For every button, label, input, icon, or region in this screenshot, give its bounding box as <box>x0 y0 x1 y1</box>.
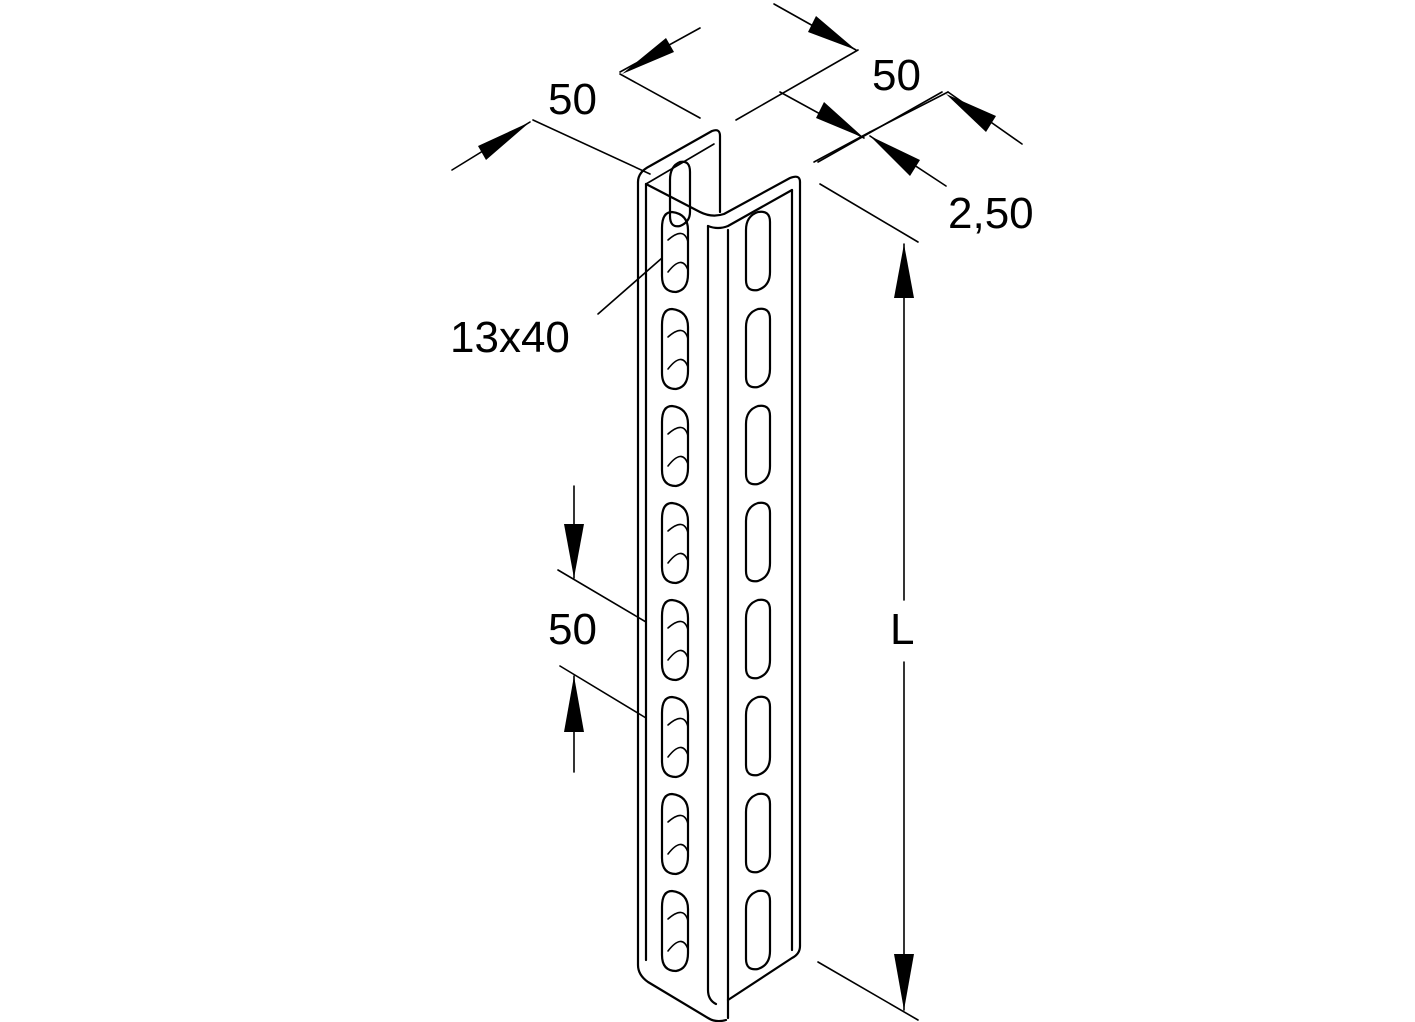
dimension-width-left: 50 <box>451 27 701 175</box>
profile-body <box>636 129 802 1022</box>
left-face-slots <box>660 210 690 973</box>
slot-right-3 <box>744 404 772 486</box>
dimension-length: L <box>817 183 919 1021</box>
back-lip-slot <box>668 160 692 228</box>
thickness-label: 2,50 <box>948 189 1034 238</box>
slot-left-1 <box>660 210 690 294</box>
slot-pitch-label: 50 <box>548 605 597 654</box>
dimension-slot-pitch: 50 <box>548 485 647 773</box>
slot-left-4 <box>660 501 690 585</box>
slot-right-5 <box>744 598 772 680</box>
length-label: L <box>890 605 914 654</box>
right-face-slots <box>744 210 772 971</box>
slot-right-1 <box>744 210 772 292</box>
slot-left-5 <box>660 598 690 682</box>
width-left-label: 50 <box>548 75 597 124</box>
width-right-label: 50 <box>872 51 921 100</box>
slot-right-7 <box>744 792 772 874</box>
slot-size-leader: 13x40 <box>450 257 663 362</box>
slot-right-8 <box>744 889 772 971</box>
slot-left-2 <box>660 307 690 391</box>
slot-left-6 <box>660 695 690 779</box>
slot-right-4 <box>744 501 772 583</box>
slot-left-7 <box>660 792 690 876</box>
slot-right-6 <box>744 695 772 777</box>
slot-left-3 <box>660 404 690 488</box>
slot-size-label: 13x40 <box>450 313 570 362</box>
slot-left-8 <box>660 889 690 973</box>
dimension-width-right: 50 <box>735 3 943 163</box>
dimension-thickness: 2,50 <box>813 91 1034 238</box>
slot-right-2 <box>744 307 772 389</box>
